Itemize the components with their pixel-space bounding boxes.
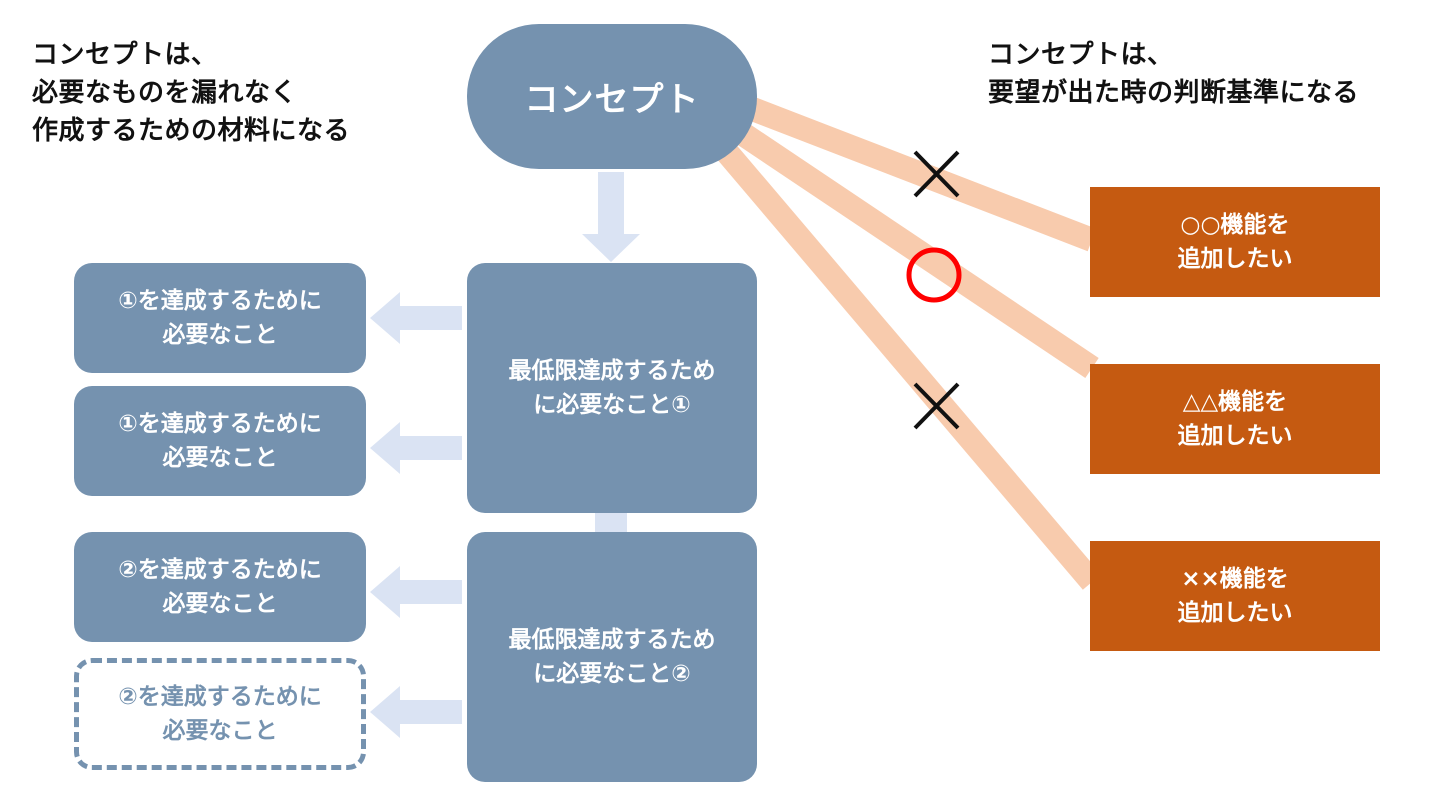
left-arrow-icon	[370, 422, 462, 474]
left-arrow-icon	[370, 566, 462, 618]
concept-node: コンセプト	[467, 24, 757, 169]
request-1: ○○機能を 追加したい	[1090, 187, 1380, 297]
left-caption: コンセプトは、 必要なものを漏れなく 作成するための材料になる	[32, 40, 351, 146]
circle-icon	[906, 247, 962, 303]
request-connectors	[715, 96, 1102, 590]
request-2: △△機能を 追加したい	[1090, 364, 1380, 474]
sub-requirement-4-optional: ②を達成するために 必要なこと	[74, 658, 366, 770]
main-requirement-1: 最低限達成するため に必要なこと①	[467, 263, 757, 513]
left-arrow-icon	[370, 292, 462, 344]
sub-requirement-3: ②を達成するために 必要なこと	[74, 532, 366, 642]
connector-band-3	[715, 142, 1102, 590]
cross-icon	[913, 150, 960, 198]
connector-band-2	[733, 122, 1099, 378]
connector-band-1	[745, 96, 1097, 252]
request-3: ××機能を 追加したい	[1090, 541, 1380, 651]
left-arrow-icon	[370, 686, 462, 738]
cross-icon	[913, 382, 960, 430]
sub-requirement-2: ①を達成するために 必要なこと	[74, 386, 366, 496]
down-arrow-icon	[582, 172, 640, 262]
right-caption: コンセプトは、 要望が出た時の判断基準になる	[988, 40, 1360, 108]
sub-requirement-1: ①を達成するために 必要なこと	[74, 263, 366, 373]
main-requirement-2: 最低限達成するため に必要なこと②	[467, 532, 757, 782]
left-arrows	[370, 292, 462, 738]
